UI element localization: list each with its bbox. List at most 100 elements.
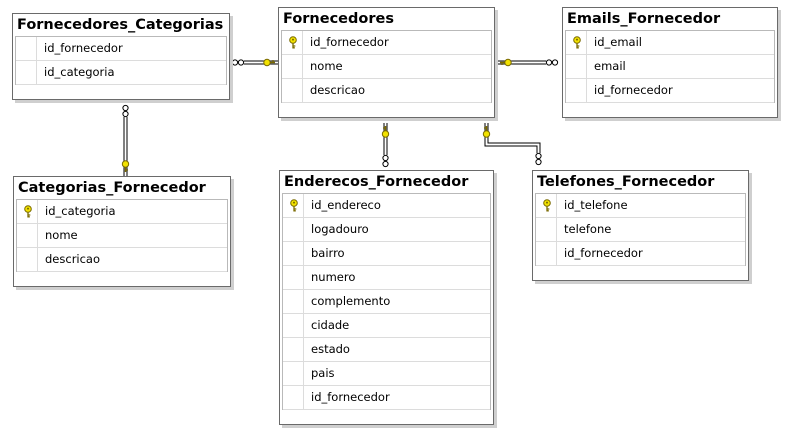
row-selector — [283, 386, 304, 409]
column-name: id_email — [594, 35, 642, 49]
column-name: id_fornecedor — [311, 390, 390, 404]
column-name: id_fornecedor — [594, 83, 673, 97]
column-name: nome — [310, 59, 343, 73]
row-selector — [536, 218, 557, 241]
column-row[interactable]: email — [566, 55, 774, 79]
rel-fornecedores-fornecedores-categorias[interactable] — [231, 58, 279, 67]
one-side-key-icon — [499, 58, 512, 67]
table-columns: id_telefone telefone id_fornecedor — [535, 193, 746, 266]
row-selector — [283, 338, 304, 361]
row-selector — [536, 242, 557, 265]
row-selector — [283, 266, 304, 289]
row-selector — [283, 290, 304, 313]
column-name: cidade — [311, 318, 350, 332]
column-name: nome — [45, 228, 78, 242]
table-columns: id_endereco logadouro bairro numero compleme… — [282, 193, 491, 410]
column-name: id_categoria — [44, 65, 115, 79]
row-selector — [566, 79, 587, 102]
table-columns: id_fornecedor id_categoria — [15, 36, 227, 85]
column-row[interactable]: id_categoria — [17, 200, 227, 224]
column-row[interactable]: complemento — [283, 290, 490, 314]
row-selector — [283, 194, 304, 217]
column-name: descricao — [45, 252, 101, 266]
column-name: numero — [311, 270, 356, 284]
table-title: Enderecos_Fornecedor — [284, 174, 469, 190]
row-selector — [17, 248, 38, 271]
column-row[interactable]: id_categoria — [16, 61, 226, 85]
column-name: bairro — [311, 246, 345, 260]
column-name: id_endereco — [311, 198, 381, 212]
column-row[interactable]: id_telefone — [536, 194, 745, 218]
column-name: pais — [311, 366, 335, 380]
column-row[interactable]: nome — [282, 55, 491, 79]
row-selector — [536, 194, 557, 217]
primary-key-icon — [573, 36, 581, 49]
column-name: id_fornecedor — [564, 246, 643, 260]
one-side-key-icon — [381, 125, 390, 138]
row-selector — [283, 362, 304, 385]
row-selector — [566, 31, 587, 54]
one-side-key-icon — [121, 160, 130, 173]
table-title: Fornecedores — [283, 11, 394, 27]
primary-key-icon — [543, 199, 551, 212]
row-selector — [282, 31, 303, 54]
column-row[interactable]: id_email — [566, 31, 774, 55]
row-selector — [16, 61, 37, 84]
column-row[interactable]: id_fornecedor — [283, 386, 490, 410]
primary-key-icon — [289, 36, 297, 49]
column-name: id_categoria — [45, 204, 116, 218]
column-row[interactable]: logadouro — [283, 218, 490, 242]
primary-key-icon — [24, 205, 32, 218]
row-selector — [282, 55, 303, 78]
one-side-key-icon — [482, 125, 491, 138]
table-title: Categorias_Fornecedor — [18, 180, 206, 196]
column-row[interactable]: numero — [283, 266, 490, 290]
row-selector — [282, 79, 303, 102]
row-selector — [17, 224, 38, 247]
rel-fornecedores-telefones-fornecedor[interactable] — [482, 123, 542, 166]
column-name: estado — [311, 342, 350, 356]
column-row[interactable]: descricao — [17, 248, 227, 272]
column-row[interactable]: id_endereco — [283, 194, 490, 218]
column-row[interactable]: cidade — [283, 314, 490, 338]
column-row[interactable]: estado — [283, 338, 490, 362]
column-name: id_fornecedor — [310, 35, 389, 49]
one-side-key-icon — [263, 58, 276, 67]
column-name: email — [594, 59, 626, 73]
table-title: Emails_Fornecedor — [567, 11, 721, 27]
column-row[interactable]: id_fornecedor — [536, 242, 745, 266]
column-name: descricao — [310, 83, 366, 97]
column-row[interactable]: id_fornecedor — [566, 79, 774, 103]
column-name: complemento — [311, 294, 391, 308]
primary-key-icon — [290, 199, 298, 212]
column-row[interactable]: id_fornecedor — [282, 31, 491, 55]
table-enderecos-fornecedor[interactable]: Enderecos_Fornecedor id_endereco logadour… — [279, 170, 494, 425]
table-title: Fornecedores_Categorias — [17, 17, 224, 33]
column-name: logadouro — [311, 222, 369, 236]
rel-categorias-fornecedor-fornecedores-categorias[interactable] — [121, 104, 130, 177]
row-selector — [17, 200, 38, 223]
row-selector — [16, 37, 37, 60]
column-row[interactable]: nome — [17, 224, 227, 248]
column-row[interactable]: bairro — [283, 242, 490, 266]
row-selector — [566, 55, 587, 78]
column-name: telefone — [564, 222, 612, 236]
column-row[interactable]: id_fornecedor — [16, 37, 226, 61]
row-selector — [283, 242, 304, 265]
column-name: id_telefone — [564, 198, 628, 212]
rel-fornecedores-enderecos-fornecedor[interactable] — [381, 123, 390, 168]
rel-fornecedores-emails-fornecedor[interactable] — [494, 58, 559, 67]
column-name: id_fornecedor — [44, 41, 123, 55]
column-row[interactable]: pais — [283, 362, 490, 386]
column-row[interactable]: telefone — [536, 218, 745, 242]
column-row[interactable]: descricao — [282, 79, 491, 103]
